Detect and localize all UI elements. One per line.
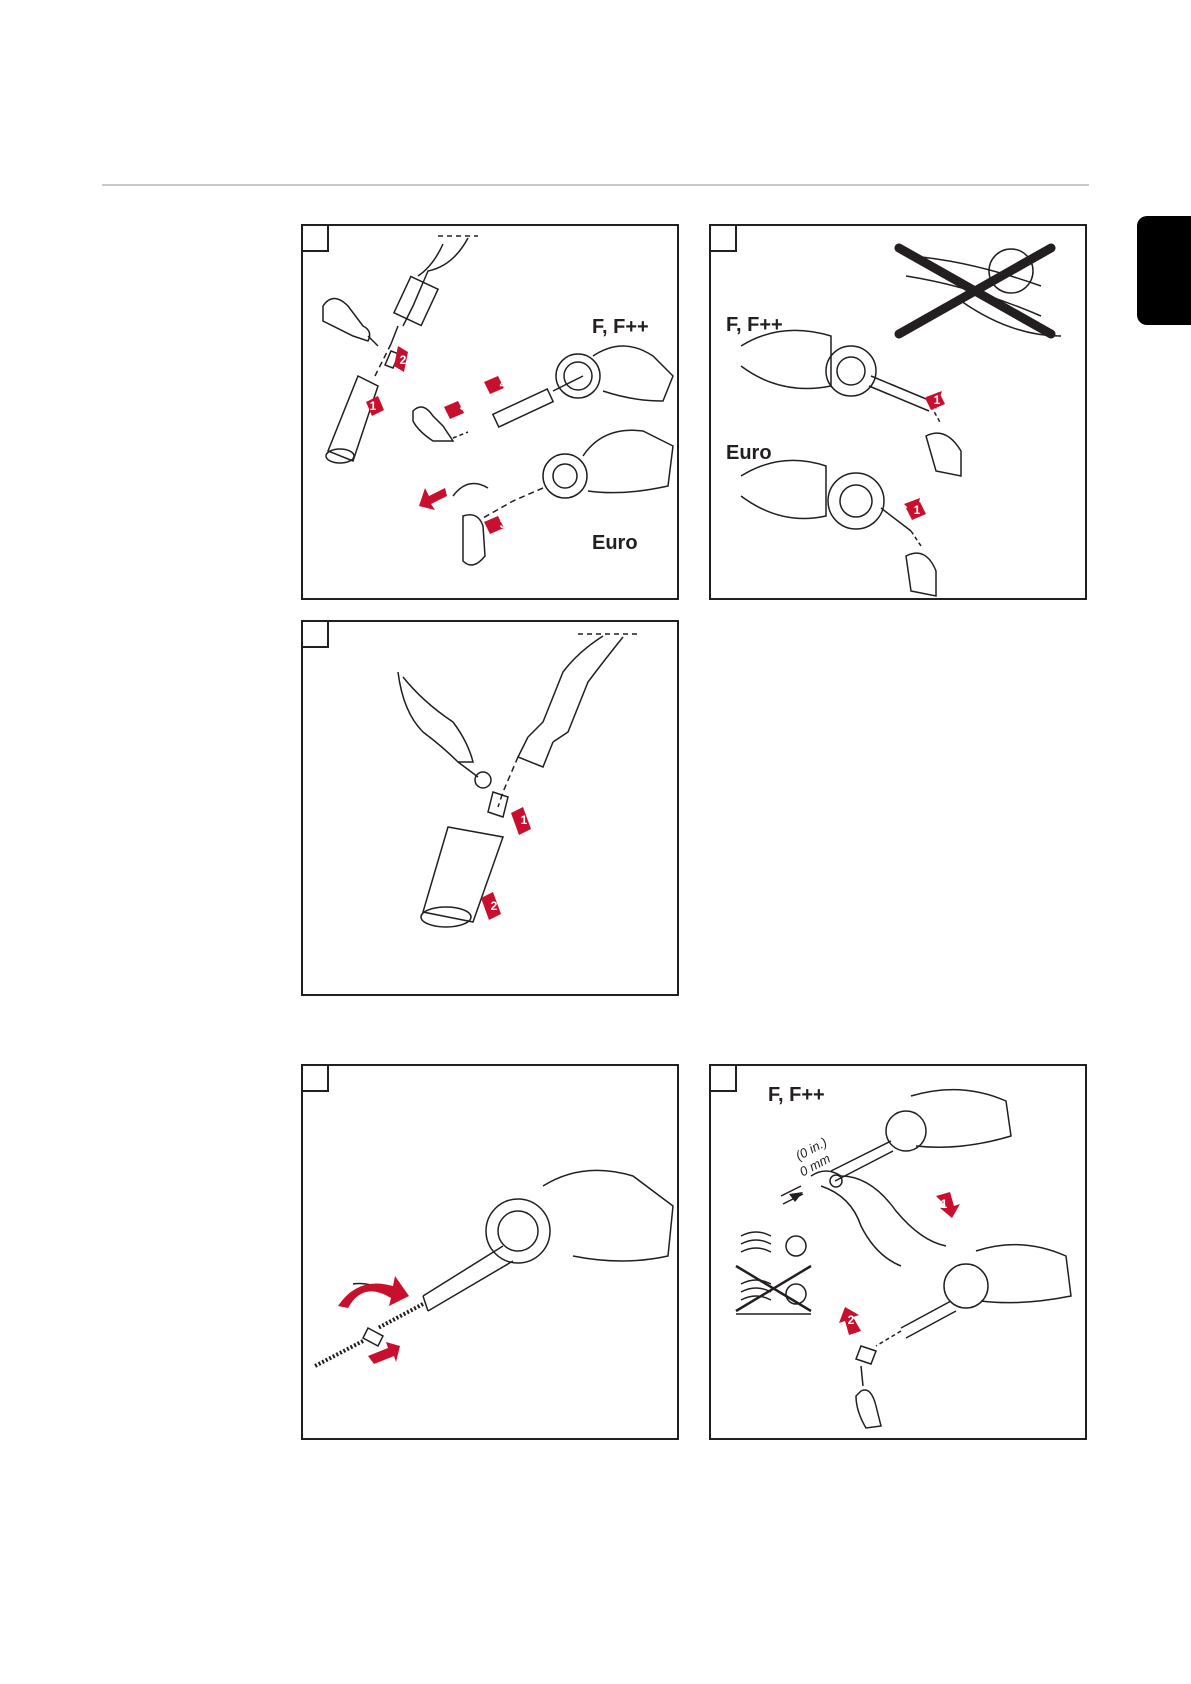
step-arrow-number: 1 [914, 503, 921, 517]
header-divider [102, 184, 1089, 186]
liner-screw-illustration [303, 1066, 679, 1440]
step-arrow-number: 3 [460, 399, 467, 413]
step-arrow-number: 3 [500, 517, 507, 531]
step-arrow-number: 1 [370, 399, 377, 413]
connector-type-label-euro: Euro [726, 442, 772, 465]
connector-type-label-f: F, F++ [726, 314, 783, 337]
step-arrow-number: 4 [500, 377, 507, 391]
section-tab-marker [1137, 216, 1191, 325]
step-arrow-number: 1 [521, 813, 528, 827]
connector-type-label-f: F, F++ [592, 316, 649, 339]
figure-panel-1: 1 2 3 4 3 F, F++ Euro [301, 224, 679, 600]
step-arrow-number: 1 [934, 393, 941, 407]
step-arrow-number: 2 [491, 899, 498, 913]
step-arrow-number: 2 [400, 353, 407, 367]
liner-insertion-illustration: 11 [711, 226, 1087, 600]
step-arrow-number: 1 [941, 1197, 948, 1211]
connector-type-label-f: F, F++ [768, 1084, 825, 1107]
step-arrow-number: 2 [848, 1313, 855, 1327]
figure-panel-4 [301, 1064, 679, 1440]
nozzle-removal-illustration: 12 [303, 622, 679, 996]
liner-cut-illustration: 12 [711, 1066, 1087, 1440]
connector-type-label-euro: Euro [592, 532, 638, 555]
